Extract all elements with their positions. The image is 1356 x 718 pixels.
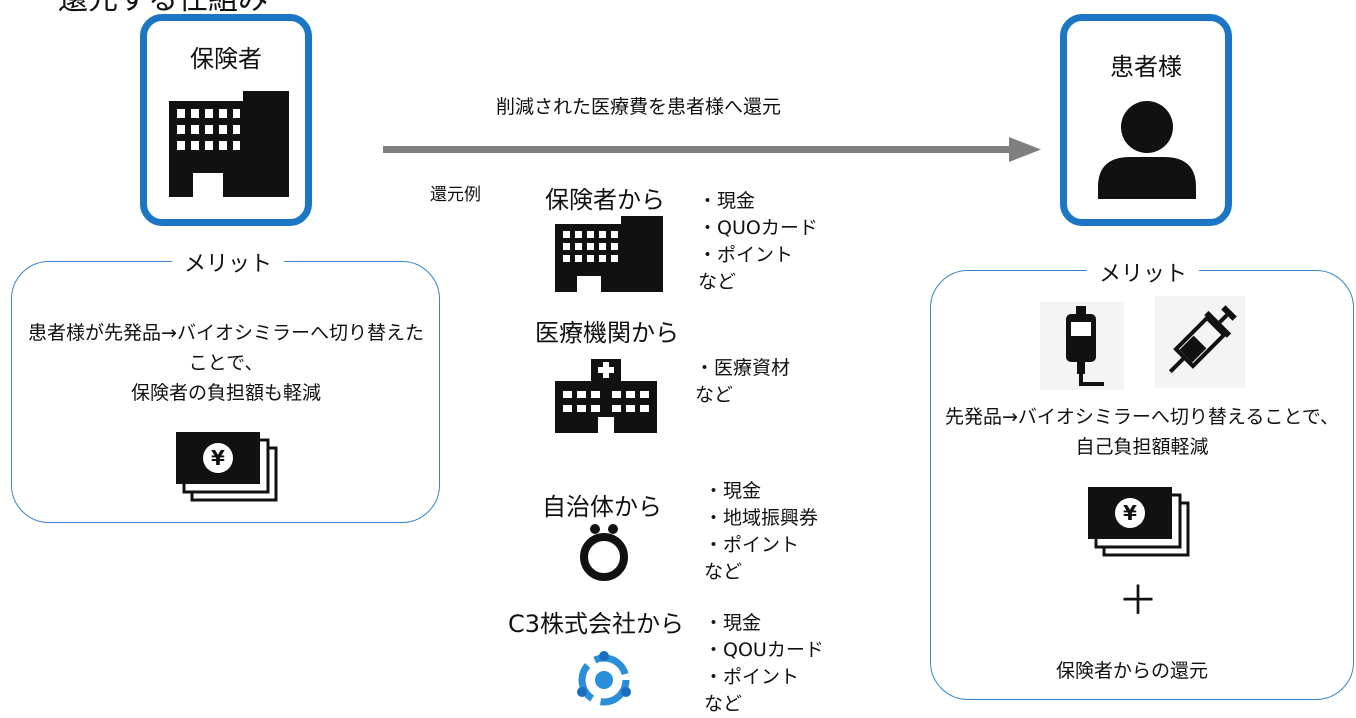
list-item: など [704, 693, 743, 715]
source-hospital-items: ・医療資材 など [695, 355, 790, 409]
hospital-icon [555, 359, 659, 433]
source-office-building-icon [553, 214, 665, 294]
insurer-merit-text: 患者様が先発品→バイオシミラーへ切り替えたことで、 保険者の負担額も軽減 [20, 318, 432, 408]
insurer-merit-label: メリット [172, 246, 285, 278]
patient-box: 患者様 [1060, 14, 1232, 226]
yen-banknotes-icon: ¥ [176, 432, 280, 504]
c3-logo-icon [574, 648, 634, 708]
list-item: など [698, 271, 737, 293]
list-item: ・医療資材 [695, 357, 791, 379]
iv-drip-icon [1040, 302, 1124, 390]
plus-symbol: ＋ [1118, 578, 1158, 624]
insurer-box: 保険者 [140, 14, 312, 226]
source-company-title: C3株式会社から [508, 610, 685, 638]
source-insurer-items: ・現金 ・QUOカード ・ポイント など [698, 188, 818, 296]
example-label: 還元例 [430, 185, 481, 205]
insurer-merit-text-content: 患者様が先発品→バイオシミラーへ切り替えたことで、 保険者の負担額も軽減 [28, 322, 424, 404]
list-item: ・地域振興券 [704, 507, 819, 529]
municipal-emblem-icon [574, 523, 634, 581]
source-insurer-title: 保険者から [545, 186, 665, 214]
patient-merit-panel [930, 270, 1354, 700]
insurer-title: 保険者 [190, 45, 262, 73]
patient-merit-text: 先発品→バイオシミラーへ切り替えることで、 自己負担額軽減 [942, 402, 1342, 462]
patient-return-text: 保険者からの還元 [1056, 660, 1209, 682]
syringe-icon [1155, 296, 1245, 388]
patient-title: 患者様 [1110, 53, 1182, 81]
flow-arrow [383, 136, 1043, 166]
list-item: ・現金 [704, 480, 762, 502]
patient-yen-banknotes-icon: ¥ [1088, 487, 1192, 559]
flow-arrow-label: 削減された医療費を患者様へ還元 [496, 96, 782, 118]
list-item: ・QUOカード [698, 217, 818, 239]
patient-merit-text-content: 先発品→バイオシミラーへ切り替えることで、 自己負担額軽減 [944, 406, 1340, 458]
source-municipality-title: 自治体から [542, 493, 662, 521]
source-hospital-title: 医療機関から [535, 319, 679, 347]
list-item: ・ポイント [704, 534, 800, 556]
list-item: など [695, 384, 734, 406]
svg-text:¥: ¥ [1123, 501, 1137, 525]
list-item: ・現金 [704, 612, 762, 634]
list-item: ・QOUカード [704, 639, 824, 661]
patient-merit-label: メリット [1087, 256, 1200, 288]
list-item: ・ポイント [704, 666, 800, 688]
office-building-icon [165, 87, 291, 199]
page-title: 還元する仕組み [58, 0, 268, 18]
list-item: など [704, 561, 743, 583]
person-icon [1094, 93, 1200, 201]
list-item: ・ポイント [698, 244, 794, 266]
svg-text:¥: ¥ [211, 446, 225, 470]
source-company-items: ・現金 ・QOUカード ・ポイント など [704, 610, 824, 718]
list-item: ・現金 [698, 190, 756, 212]
source-municipality-items: ・現金 ・地域振興券 ・ポイント など [704, 478, 818, 586]
